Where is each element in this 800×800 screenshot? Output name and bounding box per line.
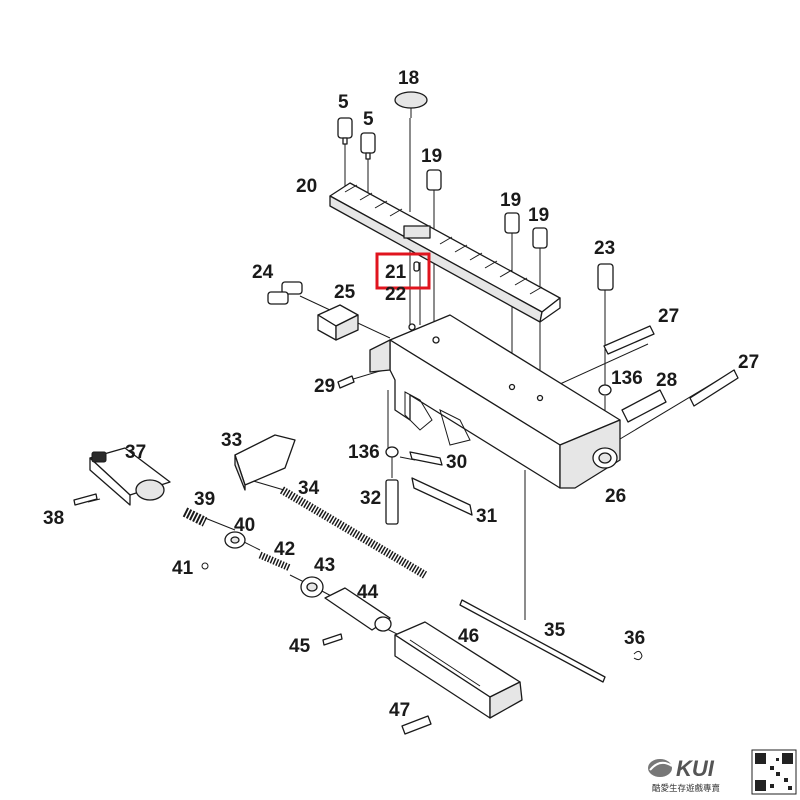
pin-part-21 [413,261,420,272]
label-part-19c: 19 [528,205,549,226]
label-part-38: 38 [43,508,64,529]
label-part-27a: 27 [658,306,679,327]
washer-part-43 [300,576,324,598]
label-part-47: 47 [389,700,410,721]
label-part-21: 21 [385,262,407,283]
label-part-136a: 136 [611,368,643,389]
label-part-40: 40 [234,515,255,536]
pin-part-45 [322,633,343,646]
label-part-32: 32 [360,488,381,509]
screw-part-23 [597,263,614,291]
label-part-26: 26 [605,486,626,507]
screw-part-19b [504,212,520,234]
brand-logo-icon [648,759,673,777]
pin-part-32 [385,479,399,525]
bolt-carrier-part-46 [394,621,523,719]
qr-code-icon [751,749,797,795]
label-part-33: 33 [221,430,242,451]
top-rail-part-20 [329,182,561,323]
highlight-box-part-21 [375,252,431,290]
label-part-18: 18 [398,68,419,89]
spring-part-30 [409,451,443,466]
label-part-136b: 136 [348,442,380,463]
screw-part-5a [337,117,353,145]
label-part-44: 44 [357,582,379,603]
clip-part-41 [201,562,209,570]
bolt-part-37 [89,447,171,506]
pin-part-29 [337,375,355,389]
brand-name: KUI [676,756,715,781]
label-part-42: 42 [274,539,295,560]
pin-part-28 [621,389,667,423]
washer-part-136b [385,446,399,458]
screw-part-5b [360,132,376,160]
label-part-28: 28 [656,370,677,391]
label-part-24: 24 [252,262,274,283]
collar-part-40 [224,531,246,549]
label-part-43: 43 [314,555,335,576]
spring-part-39 [182,507,208,527]
label-part-30: 30 [446,452,467,473]
charging-handle-part-33 [234,434,296,491]
pin-part-47 [401,715,432,735]
label-part-34: 34 [298,478,320,499]
label-part-5a: 5 [338,92,349,113]
pin-part-38 [73,493,98,506]
receiver-body-part-26 [369,314,621,489]
brand-tagline: 酷愛生存遊戲專賣 [652,783,721,794]
label-part-39: 39 [194,489,215,510]
label-part-27b: 27 [738,352,759,373]
rod-part-35 [459,599,606,683]
label-part-19a: 19 [421,146,442,167]
brand-watermark: KUI 酷愛生存遊戲專賣 [648,749,797,795]
pin-part-27a [603,325,655,355]
spring-part-34 [279,486,428,579]
label-part-46: 46 [458,626,479,647]
firing-pin-part-44 [324,587,392,632]
label-part-36: 36 [624,628,645,649]
label-part-45: 45 [289,636,311,657]
label-part-29: 29 [314,376,335,397]
label-part-19b: 19 [500,190,521,211]
washer-part-136a [598,384,612,396]
label-part-22: 22 [385,284,406,305]
block-part-25 [317,304,359,341]
label-part-35: 35 [544,620,566,641]
label-part-31: 31 [476,506,498,527]
pin-part-27b [689,369,739,407]
label-part-25: 25 [334,282,356,303]
clip-part-36 [633,650,643,661]
screw-part-24 [267,281,303,305]
screw-part-19c [532,227,548,249]
label-part-41: 41 [172,558,194,579]
screw-part-19a [426,169,442,191]
label-part-23: 23 [594,238,615,259]
label-part-37: 37 [125,442,146,463]
part-labels: 5 5 18 19 19 19 20 21 22 23 24 25 26 27 … [43,68,759,721]
lever-part-31 [411,477,473,516]
thumb-wheel-part-18 [394,91,428,118]
label-part-5b: 5 [363,109,374,130]
spring-part-42 [258,551,292,572]
label-part-20: 20 [296,176,317,197]
